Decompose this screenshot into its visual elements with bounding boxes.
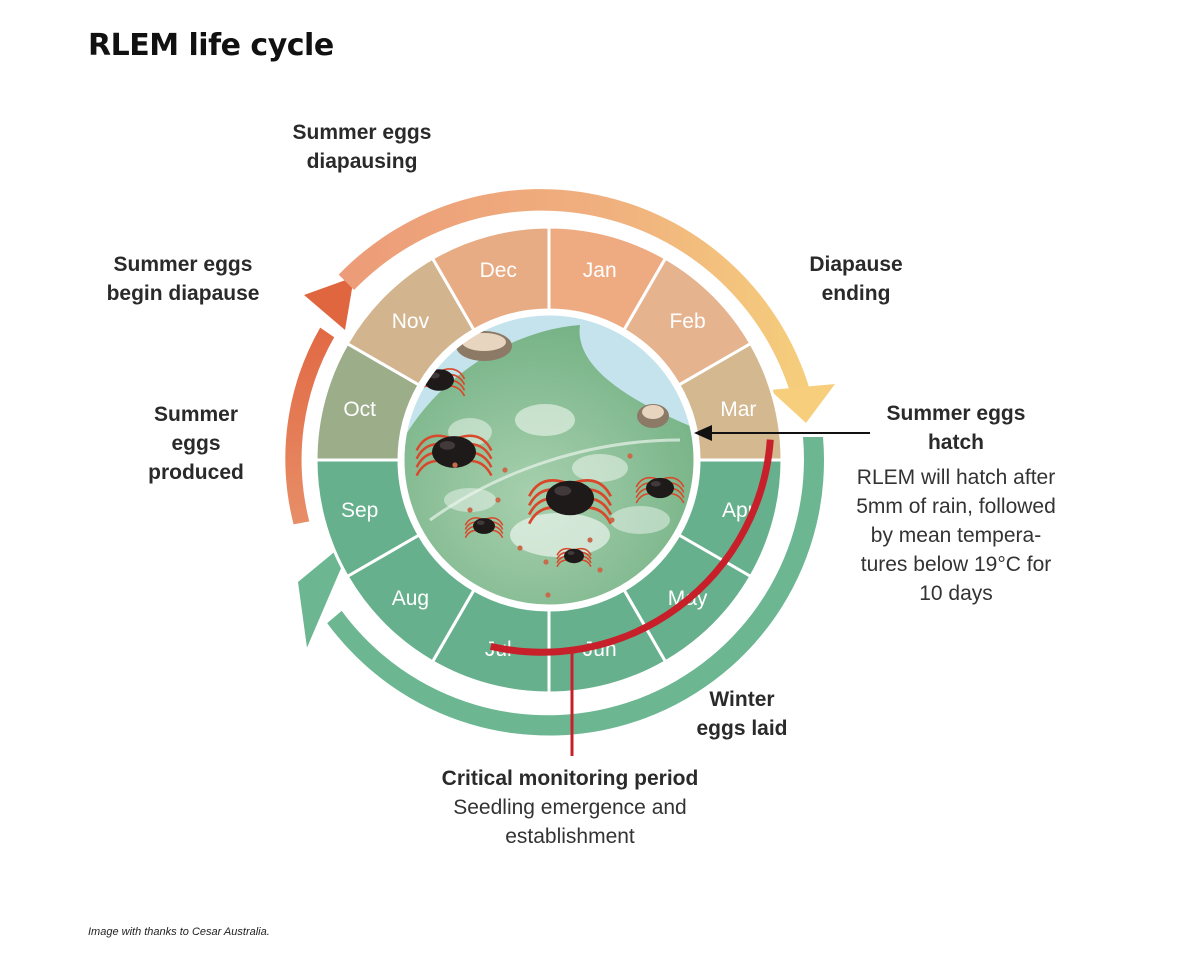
image-credit: Image with thanks to Cesar Australia. <box>88 926 270 938</box>
monitoring-period-description: Seedling emergence and establishment <box>453 796 687 848</box>
mite-6 <box>556 547 592 568</box>
diapause-ending-arrowhead <box>770 384 835 423</box>
label-diapause-ending: Diapause ending <box>809 253 903 305</box>
month-label-oct: Oct <box>343 398 376 421</box>
label-summer-eggs-diapausing: Summer eggs diapausing <box>292 121 432 173</box>
month-segment-dec <box>430 225 551 333</box>
monitoring-period-bar <box>489 439 774 656</box>
diapausing-arrow <box>338 189 810 397</box>
summer-eggs-produced-arrow <box>285 327 335 525</box>
mite-5 <box>464 517 504 539</box>
page-title: RLEM life cycle <box>88 28 334 63</box>
mite-4 <box>635 476 685 504</box>
hatch-pointer-arrowhead <box>694 425 712 441</box>
month-label-apr: Apr <box>722 499 755 522</box>
month-label-aug: Aug <box>392 587 429 610</box>
label-critical-monitoring-period: Critical monitoring period <box>441 767 699 790</box>
label-summer-eggs-produced: Summer eggs produced <box>148 403 244 484</box>
month-label-nov: Nov <box>392 310 430 333</box>
mite-1 <box>415 434 493 477</box>
label-summer-eggs-hatch: Summer eggs hatch <box>886 402 1026 454</box>
mite-illustration <box>403 314 695 606</box>
month-label-sep: Sep <box>341 499 378 522</box>
month-label-dec: Dec <box>480 259 517 282</box>
month-label-mar: Mar <box>720 398 756 421</box>
label-summer-eggs-begin-diapause: Summer eggs begin diapause <box>106 253 260 305</box>
label-winter-eggs-laid: Winter eggs laid <box>696 688 788 740</box>
month-label-feb: Feb <box>669 310 705 333</box>
month-label-jan: Jan <box>583 259 617 282</box>
diapause-begin-arrowhead <box>304 277 354 330</box>
hatch-conditions-note: RLEM will hatch after 5mm of rain, follo… <box>856 466 1056 605</box>
mite-2 <box>528 479 612 525</box>
